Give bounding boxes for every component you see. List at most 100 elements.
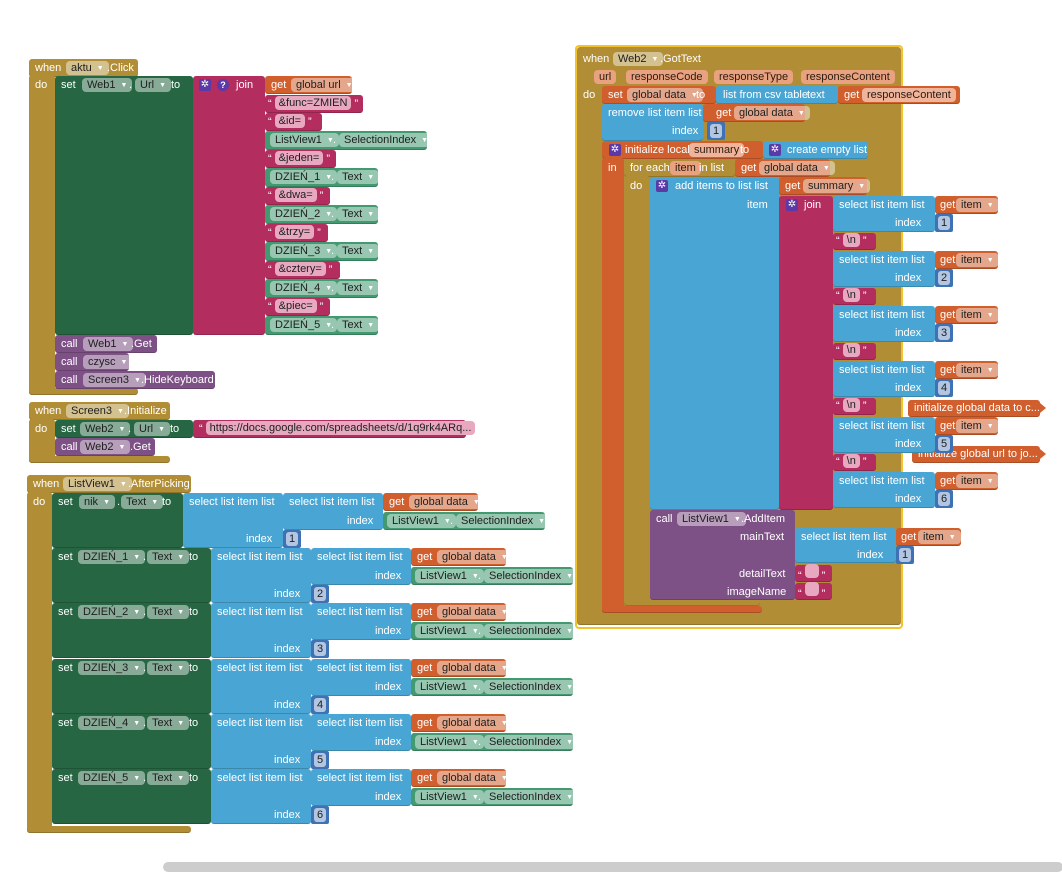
get-global-data-block[interactable] bbox=[411, 659, 506, 677]
get-global-data-block[interactable] bbox=[411, 714, 506, 732]
dropdown-field[interactable]: SelectionIndex▼ bbox=[456, 514, 551, 528]
remove-list-item-block[interactable] bbox=[602, 104, 703, 141]
event-body[interactable] bbox=[29, 75, 55, 395]
call-listview1-additem-block[interactable] bbox=[650, 510, 795, 600]
dropdown-field[interactable]: DZIEŃ_4▼ bbox=[270, 281, 338, 295]
get-global-url-block[interactable] bbox=[265, 76, 352, 94]
number-value[interactable]: 4 bbox=[938, 381, 950, 395]
get-summary-block[interactable] bbox=[779, 177, 867, 195]
dropdown-field[interactable]: Web2▼ bbox=[80, 422, 131, 436]
select-list-item-block[interactable] bbox=[211, 603, 311, 658]
dropdown-field[interactable]: global data▼ bbox=[437, 716, 513, 730]
event-bottom[interactable] bbox=[29, 388, 138, 395]
dropdown-field[interactable]: Text▼ bbox=[147, 605, 190, 619]
dropdown-field[interactable]: summary▼ bbox=[803, 179, 871, 193]
number-value[interactable]: 2 bbox=[938, 271, 950, 285]
listview1-selectionindex-block[interactable] bbox=[411, 678, 573, 696]
join-block[interactable] bbox=[779, 196, 833, 510]
mutator-gear-icon[interactable]: ✲ bbox=[609, 144, 621, 156]
listview1-selectionindex-block[interactable] bbox=[411, 622, 573, 640]
select-list-item-block[interactable] bbox=[833, 306, 935, 342]
number-value[interactable]: 1 bbox=[286, 532, 298, 546]
string-value[interactable]: &trzy= bbox=[274, 225, 315, 239]
set-web1-url-block[interactable] bbox=[55, 76, 193, 335]
dropdown-field[interactable]: ListView1▼ bbox=[415, 790, 484, 804]
number-value[interactable]: 1 bbox=[899, 548, 911, 562]
select-list-item-block[interactable] bbox=[211, 769, 311, 824]
select-list-item-block[interactable] bbox=[311, 548, 411, 585]
get-item-block[interactable] bbox=[935, 417, 998, 435]
get-item-block[interactable] bbox=[935, 361, 998, 379]
for-each-bottom[interactable] bbox=[624, 599, 760, 606]
select-list-item-block[interactable] bbox=[311, 659, 411, 696]
dropdown-field[interactable]: Web2▼ bbox=[613, 52, 664, 66]
event-listview1-afterpicking[interactable] bbox=[27, 475, 191, 493]
number-value[interactable]: 3 bbox=[314, 642, 326, 656]
select-list-item-block[interactable] bbox=[311, 714, 411, 751]
dropdown-field[interactable]: DZIEŃ_2▼ bbox=[78, 605, 146, 619]
number-value[interactable]: 3 bbox=[938, 326, 950, 340]
select-list-item-block[interactable] bbox=[795, 528, 896, 563]
dropdown-field[interactable]: Text▼ bbox=[337, 207, 380, 221]
event-parameter[interactable]: url bbox=[594, 70, 617, 84]
number-block[interactable]: 2 bbox=[935, 269, 953, 287]
string-value[interactable] bbox=[804, 582, 819, 596]
add-items-to-list-block[interactable] bbox=[650, 177, 779, 510]
dropdown-field[interactable]: SelectionIndex▼ bbox=[484, 569, 579, 583]
dropdown-field[interactable]: global data▼ bbox=[759, 161, 835, 175]
loop-variable-field[interactable]: item bbox=[670, 161, 701, 175]
number-block[interactable]: 4 bbox=[935, 379, 953, 397]
set-property-block[interactable] bbox=[52, 548, 211, 603]
dropdown-field[interactable]: Web2▼ bbox=[80, 440, 131, 454]
mutator-gear-icon[interactable]: ✲ bbox=[786, 199, 798, 211]
create-empty-list-block[interactable] bbox=[763, 141, 868, 159]
set-property-block[interactable] bbox=[52, 493, 183, 548]
dropdown-field[interactable]: SelectionIndex▼ bbox=[484, 624, 579, 638]
string-value[interactable]: &dwa= bbox=[274, 188, 317, 202]
dropdown-field[interactable]: ListView1▼ bbox=[415, 624, 484, 638]
number-block[interactable]: 4 bbox=[311, 696, 329, 714]
dropdown-field[interactable]: ListView1▼ bbox=[677, 512, 746, 526]
dropdown-field[interactable]: SelectionIndex▼ bbox=[484, 680, 579, 694]
detailtext-string[interactable]: “” bbox=[798, 564, 825, 582]
component-text-block[interactable] bbox=[265, 242, 378, 261]
event-bottom[interactable] bbox=[29, 456, 170, 463]
number-block[interactable]: 6 bbox=[935, 490, 953, 508]
get-item-block[interactable] bbox=[935, 251, 998, 269]
dropdown-field[interactable]: DZIEŃ_4▼ bbox=[78, 716, 146, 730]
event-aktu-click[interactable] bbox=[29, 59, 138, 77]
dropdown-field[interactable]: DZIEŃ_5▼ bbox=[270, 318, 338, 332]
set-property-block[interactable] bbox=[52, 659, 211, 714]
number-value[interactable]: 4 bbox=[314, 698, 326, 712]
number-block[interactable]: 1 bbox=[935, 214, 953, 232]
dropdown-field[interactable]: item▼ bbox=[956, 419, 999, 433]
get-global-data-block[interactable] bbox=[411, 769, 506, 787]
get-item-block[interactable] bbox=[935, 472, 998, 490]
string-value[interactable]: &id= bbox=[274, 114, 305, 128]
listview1-selectionindex-block[interactable] bbox=[411, 788, 573, 806]
dropdown-field[interactable]: global data▼ bbox=[627, 88, 703, 102]
select-list-item-block[interactable] bbox=[833, 361, 935, 397]
initialize-local-body[interactable] bbox=[602, 158, 624, 613]
dropdown-field[interactable]: Text▼ bbox=[147, 550, 190, 564]
join-block[interactable] bbox=[193, 76, 265, 335]
dropdown-field[interactable]: Web1▼ bbox=[83, 337, 134, 351]
listview1-selectionindex-block[interactable] bbox=[411, 567, 573, 585]
horizontal-scrollbar[interactable] bbox=[163, 862, 1062, 872]
mutator-gear-icon[interactable]: ✲ bbox=[656, 180, 668, 192]
dropdown-field[interactable]: item▼ bbox=[956, 363, 999, 377]
dropdown-field[interactable]: Text▼ bbox=[337, 318, 380, 332]
dropdown-field[interactable]: item▼ bbox=[956, 253, 999, 267]
call-block[interactable] bbox=[55, 335, 157, 353]
number-block[interactable]: 3 bbox=[311, 640, 329, 658]
dropdown-field[interactable]: ListView1▼ bbox=[270, 133, 339, 147]
url-string[interactable]: “https://docs.google.com/spreadsheets/d/… bbox=[199, 421, 483, 435]
newline-string[interactable]: “\n” bbox=[836, 398, 867, 412]
for-each-body[interactable] bbox=[624, 176, 650, 606]
dropdown-field[interactable]: SelectionIndex▼ bbox=[339, 133, 434, 147]
number-block[interactable]: 1 bbox=[896, 546, 914, 564]
select-list-item-block[interactable] bbox=[833, 472, 935, 508]
listview1-selectionindex-block[interactable] bbox=[411, 733, 573, 751]
number-value[interactable]: 1 bbox=[710, 124, 722, 138]
